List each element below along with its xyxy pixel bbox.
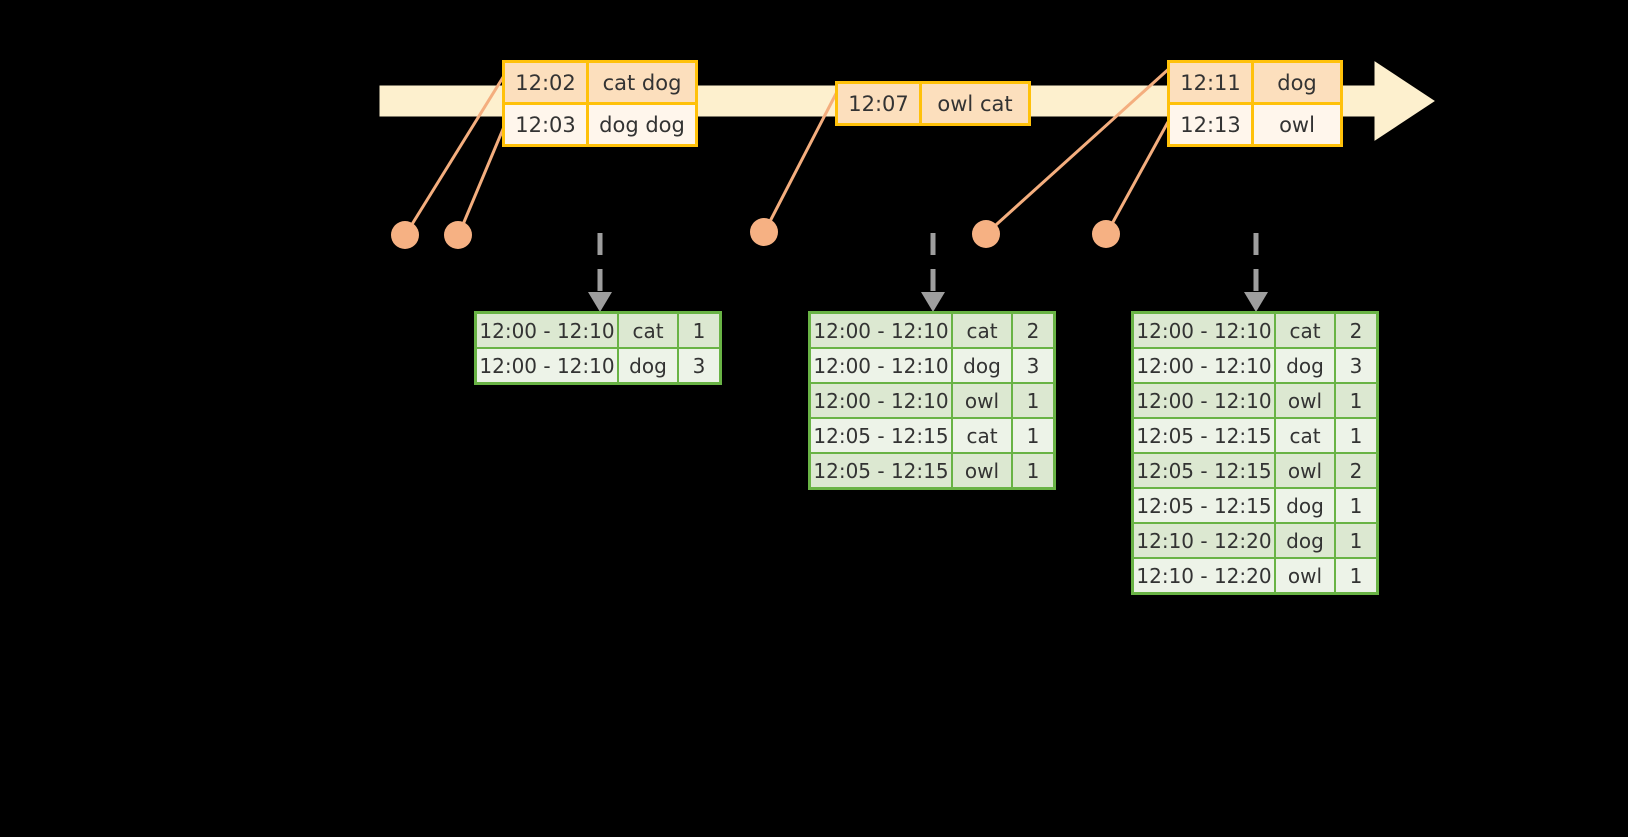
cell-count: 3: [1013, 349, 1053, 382]
cell-word: cat: [953, 314, 1011, 347]
connector-dot-1202: [391, 221, 419, 249]
timeline-event-group-2[interactable]: 12:07 owl cat: [835, 81, 1031, 126]
cell-window: 12:05 - 12:15: [811, 454, 951, 487]
timeline-event-row[interactable]: 12:07 owl cat: [838, 84, 1028, 123]
cell-count: 1: [1336, 559, 1376, 592]
connector-dot-1211: [972, 220, 1000, 248]
timeline-event-group-3[interactable]: 12:11 dog 12:13 owl: [1167, 60, 1343, 147]
dashed-arrows: [588, 233, 1268, 312]
timeline-event-row[interactable]: 12:11 dog: [1170, 63, 1340, 102]
cell-window: 12:05 - 12:15: [1134, 419, 1274, 452]
cell-word: cat: [1276, 314, 1334, 347]
dashed-arrow-table-3: [1244, 233, 1268, 312]
event-time: 12:03: [505, 105, 589, 144]
event-words: owl cat: [922, 84, 1028, 123]
dashed-arrow-table-1: [588, 233, 612, 312]
cell-window: 12:00 - 12:10: [811, 349, 951, 382]
event-words: cat dog: [589, 63, 695, 102]
connector-dot-1207: [750, 218, 778, 246]
event-time: 12:07: [838, 84, 922, 123]
cell-count: 3: [1336, 349, 1376, 382]
cell-count: 1: [1336, 384, 1376, 417]
event-time: 12:02: [505, 63, 589, 102]
cell-word: cat: [1276, 419, 1334, 452]
dashed-arrow-table-2: [921, 233, 945, 312]
cell-window: 12:00 - 12:10: [1134, 349, 1274, 382]
cell-count: 2: [1336, 314, 1376, 347]
event-time: 12:13: [1170, 105, 1254, 144]
cell-window: 12:00 - 12:10: [477, 349, 617, 382]
cell-count: 1: [1336, 524, 1376, 557]
cell-window: 12:00 - 12:10: [811, 314, 951, 347]
event-words: dog: [1254, 63, 1340, 102]
cell-window: 12:10 - 12:20: [1134, 559, 1274, 592]
cell-window: 12:00 - 12:10: [477, 314, 617, 347]
connector-dot-1203: [444, 221, 472, 249]
cell-word: dog: [1276, 349, 1334, 382]
cell-count: 1: [1013, 419, 1053, 452]
cell-word: cat: [953, 419, 1011, 452]
cell-window: 12:05 - 12:15: [1134, 489, 1274, 522]
event-words: owl: [1254, 105, 1340, 144]
cell-word: owl: [1276, 454, 1334, 487]
timeline-event-row[interactable]: 12:03 dog dog: [505, 102, 695, 144]
cell-word: owl: [1276, 384, 1334, 417]
cell-window: 12:00 - 12:10: [811, 384, 951, 417]
cell-word: cat: [619, 314, 677, 347]
connector-dots: [391, 218, 1120, 249]
cell-word: dog: [953, 349, 1011, 382]
cell-count: 2: [1336, 454, 1376, 487]
cell-window: 12:05 - 12:15: [811, 419, 951, 452]
event-time: 12:11: [1170, 63, 1254, 102]
cell-window: 12:00 - 12:10: [1134, 384, 1274, 417]
cell-word: owl: [953, 454, 1011, 487]
cell-count: 1: [1013, 454, 1053, 487]
cell-count: 1: [679, 314, 719, 347]
connector-dot-1213: [1092, 220, 1120, 248]
cell-count: 3: [679, 349, 719, 382]
cell-word: owl: [1276, 559, 1334, 592]
cell-word: dog: [619, 349, 677, 382]
cell-window: 12:00 - 12:10: [1134, 314, 1274, 347]
cell-count: 1: [1336, 489, 1376, 522]
cell-word: dog: [1276, 524, 1334, 557]
timeline-event-row[interactable]: 12:13 owl: [1170, 102, 1340, 144]
cell-count: 1: [1336, 419, 1376, 452]
cell-window: 12:10 - 12:20: [1134, 524, 1274, 557]
timeline-event-group-1[interactable]: 12:02 cat dog 12:03 dog dog: [502, 60, 698, 147]
cell-count: 2: [1013, 314, 1053, 347]
cell-word: dog: [1276, 489, 1334, 522]
event-words: dog dog: [589, 105, 695, 144]
cell-word: owl: [953, 384, 1011, 417]
timeline-event-row[interactable]: 12:02 cat dog: [505, 63, 695, 102]
cell-count: 1: [1013, 384, 1053, 417]
cell-window: 12:05 - 12:15: [1134, 454, 1274, 487]
